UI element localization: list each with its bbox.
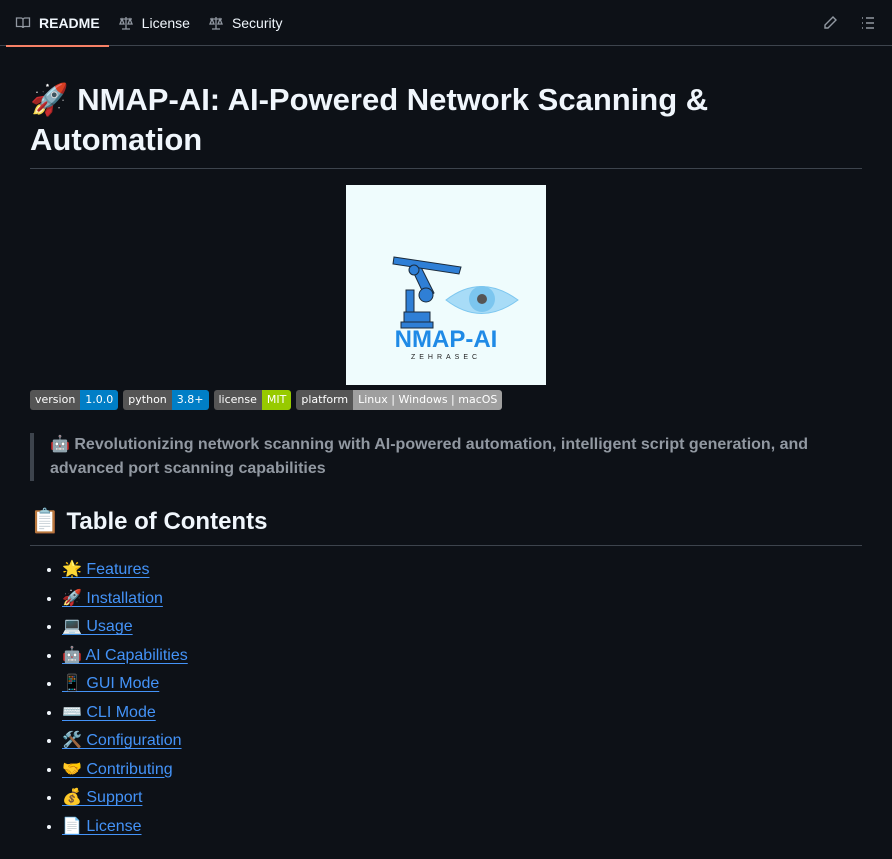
toc-list: 🌟 Features 🚀 Installation 💻 Usage 🤖 AI C… [30,560,862,837]
list-item: 🌟 Features [62,560,862,580]
badge-label: platform [296,390,354,410]
badge-value: 1.0.0 [80,390,119,410]
badge-label: license [213,390,262,410]
logo-text: NMAP-AI [395,326,498,353]
list-icon[interactable] [860,15,876,31]
page-title: 🚀 NMAP-AI: AI-Powered Network Scanning &… [30,80,862,169]
toc-link-gui-mode[interactable]: 📱 GUI Mode [62,675,160,692]
law-icon [118,16,133,30]
tab-label: Security [231,14,283,31]
toc-link-license[interactable]: 📄 License [62,817,142,835]
toc-link-usage[interactable]: 💻 Usage [62,618,133,635]
list-item: 📱 GUI Mode [62,674,862,694]
list-item: 🤝 Contributing [62,760,862,780]
nmap-ai-logo: NMAP-AI ZEHRASEC [346,185,546,385]
readme-content: 🚀 NMAP-AI: AI-Powered Network Scanning &… [0,80,892,837]
tab-label: README [39,14,100,31]
tagline-quote: 🤖 Revolutionizing network scanning with … [30,433,862,481]
badge-label: python [123,390,172,410]
toc-link-features[interactable]: 🌟 Features [62,561,150,578]
tab-security[interactable]: Security [199,0,292,46]
readme-tab-bar: README License Security [0,0,892,47]
tab-readme[interactable]: README [6,0,109,47]
toc-link-support[interactable]: 💰 Support [62,789,143,806]
list-item: 🤖 AI Capabilities [62,646,862,666]
badge-value: MIT [261,390,292,410]
toc-link-contributing[interactable]: 🤝 Contributing [62,760,173,778]
badge-value: 3.8+ [171,390,209,410]
toc-heading: 📋 Table of Contents [30,507,862,546]
logo-subtext: ZEHRASEC [411,354,481,361]
list-item: 💰 Support [62,788,862,808]
pencil-icon[interactable] [822,15,838,31]
law-icon [208,16,223,30]
toc-link-ai-capabilities[interactable]: 🤖 AI Capabilities [62,646,188,664]
toc-link-configuration[interactable]: 🛠️ Configuration [62,732,182,749]
tab-license[interactable]: License [109,0,199,46]
toc-link-cli-mode[interactable]: ⌨️ CLI Mode [62,703,156,721]
list-item: 💻 Usage [62,617,862,637]
list-item: 📄 License [62,817,862,837]
book-icon [15,16,31,28]
badge-label: version [30,390,81,410]
list-item: 🛠️ Configuration [62,731,862,751]
badge-value: Linux | Windows | macOS [353,390,503,410]
list-item: 🚀 Installation [62,589,862,609]
tab-label: License [141,14,190,31]
list-item: ⌨️ CLI Mode [62,703,862,723]
toc-link-installation[interactable]: 🚀 Installation [62,589,163,607]
